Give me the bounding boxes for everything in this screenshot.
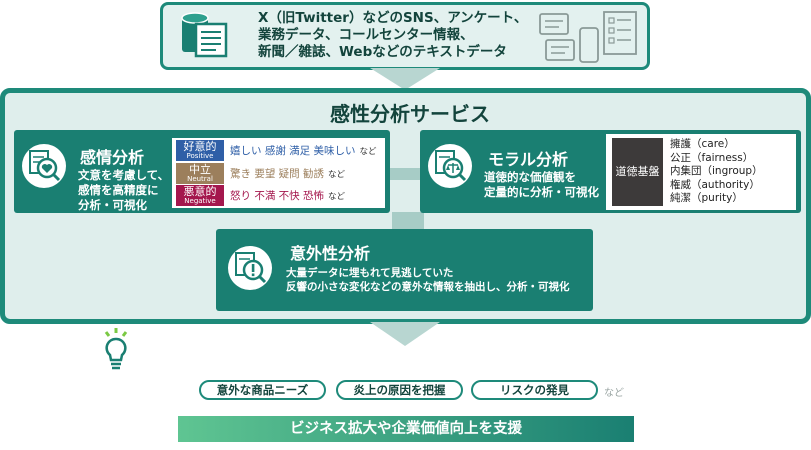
service-title: 感性分析サービス — [330, 102, 490, 126]
unexpected-analysis-card — [216, 229, 593, 311]
scales-magnifier-icon — [428, 144, 472, 188]
moral-foundation-label: 道徳基盤 — [612, 138, 663, 206]
alert-magnifier-icon — [228, 246, 272, 290]
outcome-risk-discovery: リスクの発見 — [471, 380, 598, 400]
survey-chat-icon — [532, 8, 644, 70]
business-support-banner: ビジネス拡大や企業価値向上を支援 — [178, 416, 634, 442]
connector-vertical — [392, 212, 424, 230]
source-description: X（旧Twitter）などのSNS、アンケート、 業務データ、コールセンター情報… — [258, 10, 528, 60]
outcome-suffix: など — [604, 388, 624, 399]
neutral-words: 驚き 要望 疑問 勧誘など — [230, 168, 346, 180]
heart-magnifier-icon — [22, 144, 66, 188]
positive-words: 嬉しい 感謝 満足 美味しいなど — [230, 145, 377, 157]
outcome-flaming-cause: 炎上の原因を把握 — [336, 380, 463, 400]
moral-title: モラル分析 — [488, 150, 569, 169]
outcome-product-needs: 意外な商品ニーズ — [199, 380, 326, 400]
moral-foundation-list: 擁護（care） 公正（fairness） 内集団（ingroup） 権威（au… — [670, 138, 763, 205]
moral-description: 道徳的な価値観を 定量的に分析・可視化 — [484, 170, 599, 199]
lightbulb-icon — [98, 326, 134, 378]
emotion-title: 感情分析 — [80, 148, 145, 167]
emotion-description: 文意を考慮して、 感情を高精度に 分析・可視化 — [78, 168, 170, 212]
connector-horizontal — [388, 168, 426, 180]
database-doc-icon — [178, 10, 238, 64]
unexpected-title: 意外性分析 — [290, 244, 371, 263]
negative-words: 怒り 不満 不快 恐怖など — [230, 190, 346, 202]
flow-arrow-bottom — [370, 322, 440, 346]
flow-arrow-top — [370, 68, 440, 90]
unexpected-description: 大量データに埋もれて見逃していた 反響の小さな変化などの意外な情報を抽出し、分析… — [286, 267, 570, 293]
